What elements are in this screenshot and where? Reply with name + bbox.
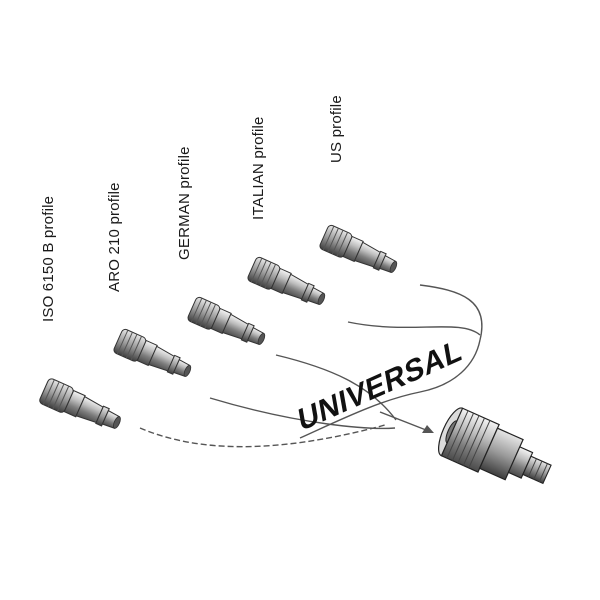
connector-italian	[347, 321, 481, 336]
connector-us	[419, 284, 483, 341]
quick-coupler-plug-icon	[112, 327, 196, 385]
connector-lines	[139, 284, 483, 448]
connector-aro	[209, 397, 396, 430]
plug-aro-210	[112, 327, 196, 385]
connector-iso	[139, 424, 386, 448]
label-iso-6150b: ISO 6150 B profile	[40, 195, 57, 322]
connector-arrow	[379, 411, 427, 431]
label-italian: ITALIAN profile	[250, 116, 267, 220]
quick-coupler-plug-icon	[37, 377, 126, 437]
plug-german	[186, 295, 270, 353]
arrow-head-icon	[422, 425, 434, 433]
universal-coupler-icon	[432, 403, 559, 499]
label-german: GERMAN profile	[176, 146, 193, 260]
quick-coupler-plug-icon	[186, 295, 270, 353]
quick-coupler-plug-icon	[246, 255, 330, 313]
label-aro-210: ARO 210 profile	[106, 182, 123, 292]
connector-german	[275, 354, 397, 421]
universal-coupler	[432, 403, 559, 499]
plug-us	[318, 223, 402, 281]
quick-coupler-plug-icon	[318, 223, 402, 281]
plug-iso-6150b	[37, 377, 126, 437]
label-us: US profile	[328, 95, 345, 163]
connector-sweep	[299, 339, 481, 439]
plug-italian	[246, 255, 330, 313]
